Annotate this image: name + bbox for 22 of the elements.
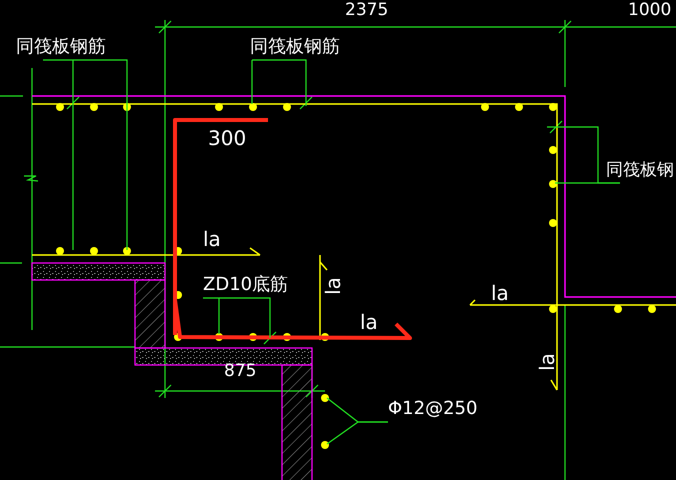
anchorage-length-label: la: [360, 312, 378, 332]
dimension-text: 1000: [628, 2, 672, 19]
dimension-text: 2375: [345, 2, 388, 19]
anchorage-length-label: la: [536, 353, 557, 371]
anchorage-length-label: la: [203, 229, 221, 249]
leader-line: [326, 421, 388, 444]
leader-line: [73, 59, 128, 250]
leader-line: [203, 297, 220, 334]
rebar-note: 同筏板钢: [606, 157, 674, 183]
leader-line: [252, 59, 307, 106]
rebar-note: Φ12@250: [388, 396, 478, 422]
dimension-text: 875: [224, 363, 256, 380]
rebar-note: ZD10底筋: [203, 272, 288, 298]
rebar-note: 同筏板钢筋: [16, 34, 106, 60]
leader-line: [555, 182, 620, 184]
rebar-note: 同筏板钢筋: [250, 34, 340, 60]
dimension-text: 300: [208, 128, 246, 148]
anchorage-length-label: la: [491, 283, 509, 303]
leader-line: [43, 59, 74, 250]
leader-line: [251, 60, 253, 104]
anchorage-length-label: la: [322, 277, 343, 295]
leader-line: [219, 297, 271, 338]
